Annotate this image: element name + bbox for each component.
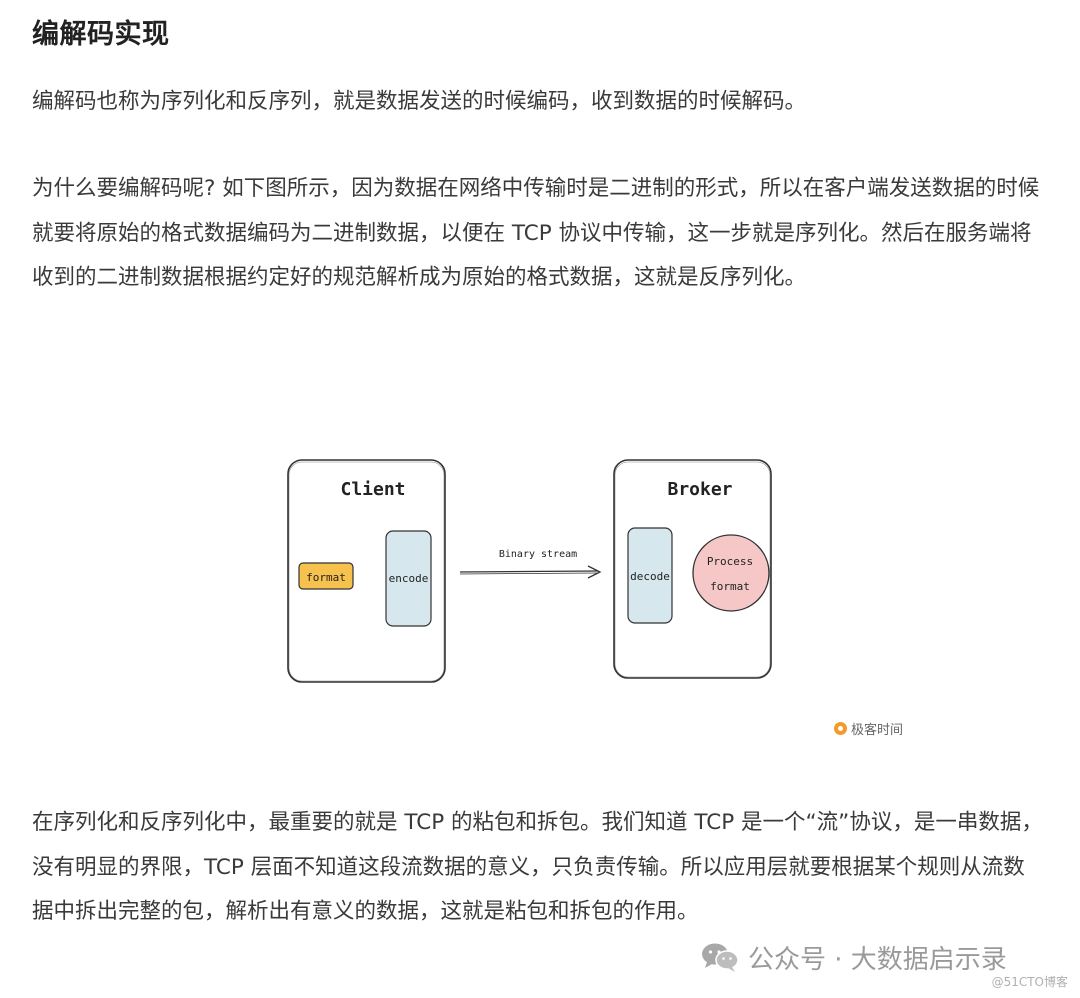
client-broker-diagram: Client format encode Binary stream Broke… — [287, 459, 772, 683]
arrow-label: Binary stream — [499, 549, 577, 560]
decode-label: decode — [630, 570, 670, 583]
encode-label: encode — [389, 572, 429, 585]
wechat-watermark: 公众号 · 大数据启示录 — [700, 935, 1007, 979]
article-heading: 编解码实现 — [32, 19, 170, 50]
format-box — [298, 562, 354, 590]
process-circle — [692, 534, 770, 612]
paragraph-sticky-packets: 在序列化和反序列化中，最重要的就是 TCP 的粘包和拆包。我们知道 TCP 是一… — [32, 810, 1043, 924]
geek-time-logo: 极客时间 — [834, 719, 903, 738]
format-label: format — [306, 571, 346, 584]
broker-title: Broker — [667, 479, 732, 500]
wechat-icon — [702, 943, 739, 972]
process-label-line2: format — [710, 580, 750, 593]
paragraph-why-codec: 为什么要编解码呢? 如下图所示，因为数据在网络中传输时是二进制的形式，所以在客户… — [32, 176, 1040, 290]
encode-box — [385, 530, 432, 627]
client-title: Client — [340, 479, 405, 500]
paragraph-intro: 编解码也称为序列化和反序列，就是数据发送的时候编码，收到数据的时候解码。 — [32, 89, 807, 114]
arrow-head — [587, 565, 602, 579]
geek-time-icon — [834, 722, 847, 735]
decode-box — [627, 527, 673, 624]
process-label-line1: Process — [707, 555, 753, 568]
corner-source-mark: @51CTO博客 — [991, 975, 1068, 989]
watermark-text: 公众号 · 大数据启示录 — [748, 944, 1007, 975]
geek-time-text: 极客时间 — [851, 723, 904, 738]
